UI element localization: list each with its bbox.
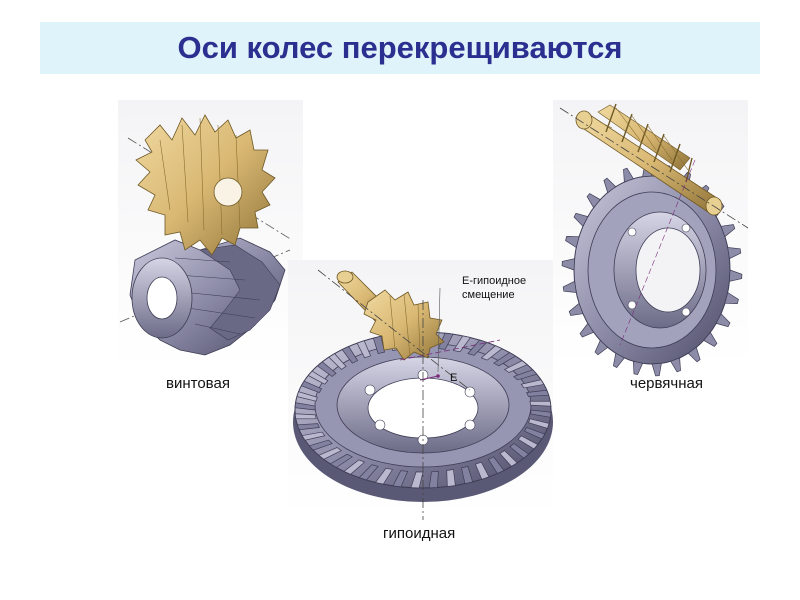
ring-gear-tooth (356, 340, 372, 359)
worm-wheel-tooth (727, 247, 742, 260)
ring-gear-tooth (392, 470, 409, 488)
ring-gear-tooth (316, 361, 337, 377)
worm-wheel-tooth (573, 212, 589, 227)
ring-gear-tooth (410, 471, 424, 489)
worm-wheel-tooth (579, 322, 595, 338)
worm-wheel-tooth (613, 352, 625, 368)
worm-wheel-tooth (565, 236, 580, 249)
hypoid-offset-mark: Е (450, 372, 458, 384)
ring-gear-tooth (318, 447, 343, 460)
worm-wheel-tooth (687, 346, 701, 363)
ring-gear-tooth (452, 335, 472, 353)
ring-gear-tooth (307, 370, 329, 385)
ring-gear-tooth (509, 443, 530, 459)
ring-gear-tooth (372, 335, 385, 355)
slide-title: Оси колес перекрещиваются (177, 30, 623, 65)
worm-wheel-tooth (715, 313, 731, 328)
screw-gear-pair (118, 100, 303, 370)
ring-gear-tooth (480, 345, 503, 361)
title-bar: Оси колес перекрещиваются (40, 22, 760, 74)
ring-gear-tooth (300, 380, 323, 393)
hypoid-pinion (336, 270, 445, 361)
worm-wheel-tooth (594, 339, 609, 356)
ring-gear-tooth (329, 453, 353, 468)
ring-gear-tooth (530, 409, 552, 418)
ring-gear-tooth (487, 456, 505, 474)
worm-wheel-axis (619, 159, 696, 346)
worm-wheel-tooth (720, 224, 736, 238)
hypoid-gear-label: гипоидная (383, 525, 456, 542)
worm-wheel-tooth (586, 193, 601, 209)
ring-gear-tooth (493, 352, 517, 367)
hypoid-pinion-axis (317, 269, 471, 391)
ring-gear-tooth (513, 369, 538, 381)
worm-wheel-tooth (562, 280, 577, 293)
ring-gear-tooth (523, 427, 546, 440)
ring-gear-tooth (341, 346, 359, 364)
ring-gear-tooth (308, 439, 333, 451)
ring-gear-tooth (294, 402, 316, 411)
ring-gear-tooth (474, 461, 490, 480)
ring-gear-tooth (296, 423, 320, 431)
worm-wheel-tooth (670, 357, 681, 373)
worm-wheel-tooth (568, 302, 584, 316)
ring-gear-tooth (446, 469, 456, 487)
ring-gear-tooth (499, 450, 518, 467)
ring-gear-tooth (437, 332, 454, 350)
screw-gear-steel (129, 237, 286, 356)
worm-gear-pair (553, 100, 749, 377)
ring-gear-tooth (517, 435, 539, 450)
hypoid-offset-point (436, 374, 440, 378)
hypoid-offset-note-line1: Е-гипоидное (462, 275, 527, 287)
ring-gear-tooth (520, 379, 545, 389)
ring-gear-tooth (528, 418, 550, 429)
worm-wheel-tooth (651, 362, 662, 377)
hypoid-gear-pair (288, 260, 553, 520)
ring-gear-tooth (343, 459, 366, 475)
worm-wheel (561, 163, 743, 377)
screw-gear-brass (135, 114, 276, 256)
hypoid-offset-note: Е-гипоидное смещение (462, 274, 526, 302)
hypoid-offset-note-line2: смещение (462, 289, 515, 301)
ring-gear-tooth (296, 391, 318, 402)
ring-gear-tooth (461, 465, 474, 485)
ring-gear-tooth (328, 353, 347, 370)
worm-wheel-tooth (729, 269, 743, 282)
ring-gear-tooth (358, 464, 379, 481)
ring-gear-tooth (503, 360, 528, 373)
ring-gear-tooth (428, 470, 439, 489)
worm-wheel-tooth (561, 258, 575, 271)
hypoid-offset-leader (437, 287, 441, 373)
hypoid-offset-line (399, 339, 501, 361)
worm-wheel-tooth (623, 167, 634, 183)
ring-gear-tooth (301, 431, 326, 441)
ring-gear-tooth (529, 400, 552, 407)
worm-wheel-tooth (603, 177, 617, 194)
ring-gear-tooth (526, 389, 550, 397)
ring-gear-tooth (294, 413, 317, 420)
worm-axis (559, 107, 749, 229)
screw-gear-label: винтовая (166, 375, 230, 392)
worm-wheel-tooth (724, 291, 739, 304)
worm-gear-label: червячная (630, 375, 703, 392)
ring-gear-tooth (374, 467, 394, 485)
worm-wheel-tooth (632, 360, 644, 376)
worm-wheel-tooth (703, 331, 718, 347)
